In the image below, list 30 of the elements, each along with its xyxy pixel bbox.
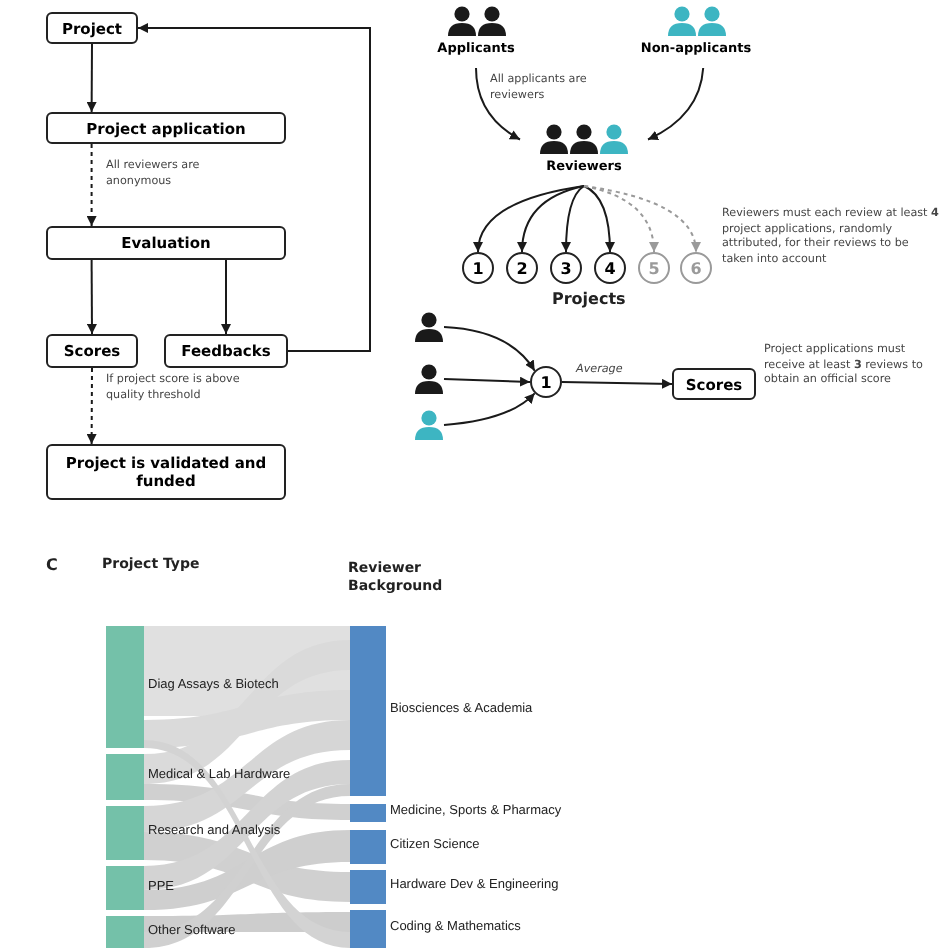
project-circle: 1 (462, 252, 494, 284)
arrow (583, 185, 615, 253)
arrow (443, 376, 531, 387)
person-icon (414, 410, 444, 440)
arrow (86, 43, 97, 113)
arrow (221, 259, 231, 335)
arrow (86, 143, 97, 227)
group-label: Projects (552, 290, 628, 312)
arrow (137, 23, 371, 352)
arrow (583, 185, 701, 253)
project-circle: 5 (638, 252, 670, 284)
arrow (475, 67, 521, 141)
arrow (443, 326, 536, 372)
arrow (473, 185, 585, 253)
project-circle: 3 (550, 252, 582, 284)
project-circle: 6 (680, 252, 712, 284)
arrow (561, 378, 673, 389)
project-circle: 2 (506, 252, 538, 284)
person-icon (414, 364, 444, 394)
arrow (583, 185, 659, 253)
arrow (443, 392, 536, 426)
arrow (561, 185, 585, 253)
project-circle: 4 (594, 252, 626, 284)
project-circle: 1 (530, 366, 562, 398)
arrow (517, 185, 585, 253)
arrow (647, 67, 705, 141)
arrow (86, 259, 97, 335)
panel-letter: C (46, 556, 60, 578)
person-icon (414, 312, 444, 342)
arrow (86, 367, 97, 445)
